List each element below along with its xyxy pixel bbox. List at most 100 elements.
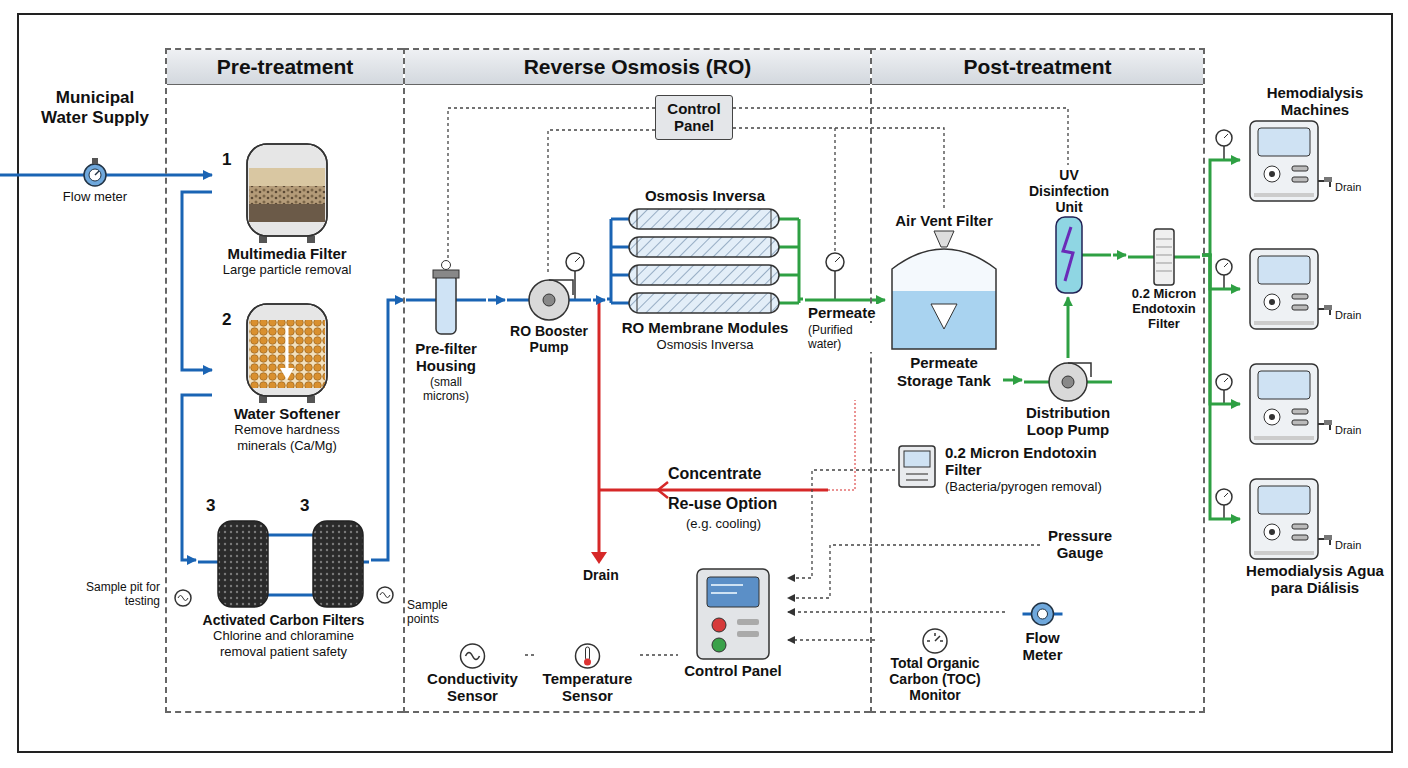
booster-pump: RO Booster Pump: [505, 275, 593, 357]
dialysis-machine: DrainHemodialysis Agua para Diálisis: [1240, 475, 1390, 599]
pipe-line: [1202, 255, 1240, 404]
node-label: UV Disinfection Unit: [1027, 167, 1111, 215]
node-label: Multimedia Filter: [214, 245, 360, 262]
node-sublabel: Chlorine and chloramine removal patient …: [198, 628, 369, 659]
annotation: Drain: [583, 567, 619, 583]
node-label: 0.2 Micron Endotoxin Filter: [1128, 287, 1200, 332]
storage-tank: Air Vent FilterPermeate Storage Tank: [885, 210, 1003, 391]
node-sublabel: (small microns): [406, 375, 486, 404]
callout-number: 1: [222, 150, 231, 170]
dialysis-machine: Hemodialysis MachinesDrain: [1240, 82, 1390, 206]
machine-icon: [1242, 247, 1337, 332]
signal-line: [788, 611, 1005, 612]
toc-icon: [877, 627, 993, 655]
machine-row: Drain: [1242, 362, 1388, 447]
node-label: Total Organic Carbon (TOC) Monitor: [877, 655, 993, 703]
endotoxin-filter-box: 0.2 Micron Endotoxin Filter(Bacteria/pyr…: [895, 442, 1105, 496]
dialysis-machine: Drain: [1240, 245, 1390, 334]
section-heading: Reverse Osmosis (RO): [405, 50, 870, 85]
signal-line: [788, 639, 875, 640]
callout-number: 3: [206, 496, 215, 516]
node-label: Conductivity Sensor: [422, 670, 523, 705]
flow-icon: [1007, 599, 1078, 629]
ro-membranes: Osmosis InversaRO Membrane ModulesOsmosi…: [605, 185, 805, 354]
node-label: Distribution Loop Pump: [1024, 404, 1112, 439]
temperature-sensor: Temperature Sensor: [535, 640, 640, 707]
signal-line: [788, 545, 1040, 598]
loop-pump: Distribution Loop Pump: [1022, 358, 1114, 441]
node-label: RO Booster Pump: [507, 323, 591, 355]
uv-icon: [1027, 215, 1111, 295]
machine-icon: [1242, 477, 1337, 562]
water-supply: Municipal Water SupplyFlow meter: [30, 86, 160, 206]
node-sublabel: Osmosis Inversa: [607, 337, 803, 353]
node-sublabel: RO Membrane Modules: [607, 319, 803, 336]
mm-icon: [214, 140, 360, 245]
machine-icon: [1242, 119, 1337, 204]
annotation: (Purified water): [806, 323, 886, 352]
temp-icon: [537, 642, 638, 670]
supply-pipe: [0, 174, 160, 177]
node-label: 0.2 Micron Endotoxin Filter: [945, 444, 1103, 479]
pipe-line: [182, 395, 212, 560]
ac-icon: [198, 517, 369, 612]
node-sublabel: Hemodialysis Agua para Diálisis: [1242, 562, 1388, 597]
annotation: (e.g. cooling): [686, 516, 761, 532]
annotation: Sample pit for testing: [84, 580, 160, 609]
pipe-line: [182, 192, 212, 370]
annotation: Re-use Option: [668, 495, 777, 513]
signal-line: [525, 654, 535, 655]
node-sublabel: Flow meter: [32, 189, 158, 204]
box-icon: [897, 444, 937, 489]
callout-number: 2: [222, 310, 231, 330]
dialysis-machine: Drain: [1240, 360, 1390, 449]
pressure-gauge: Pressure Gauge: [1040, 525, 1120, 564]
pipe-line: [160, 174, 212, 177]
toc-monitor: Total Organic Carbon (TOC) Monitor: [875, 625, 995, 705]
water-softener: Water SoftenerRemove hardness minerals (…: [212, 298, 362, 455]
node-label: Flow Meter: [1007, 629, 1078, 664]
endotoxin-filter: 0.2 Micron Endotoxin Filter: [1126, 225, 1202, 334]
node-label: Osmosis Inversa: [607, 187, 803, 204]
pipe-line: [805, 299, 885, 302]
flow-meter-symbol: [84, 158, 106, 186]
node-label: Water Softener: [214, 405, 360, 422]
multimedia-filter: Multimedia FilterLarge particle removal: [212, 138, 362, 280]
pipe-line: [488, 299, 505, 302]
node-label: Air Vent Filter: [887, 212, 1001, 229]
node-sublabel: Drain: [1335, 181, 1361, 193]
node-label: Temperature Sensor: [537, 670, 638, 705]
control-panel: Control Panel: [678, 565, 788, 681]
section-region: Reverse Osmosis (RO) Pre-filter Housing(s…: [403, 48, 870, 713]
callout-number: 3: [300, 496, 309, 516]
cp-icon: [693, 567, 773, 662]
node-sublabel: (Bacteria/pyrogen removal): [945, 479, 1103, 495]
node-sublabel: Permeate Storage Tank: [887, 354, 1001, 389]
node-label: Pressure Gauge: [1042, 527, 1118, 562]
tank-icon: [887, 229, 1001, 354]
node-label: Control Panel: [660, 100, 728, 135]
section-heading: Pre-treatment: [167, 50, 403, 85]
pf-icon: [406, 260, 486, 340]
section-region: Pre-treatmentMultimedia FilterLarge part…: [165, 48, 403, 713]
signal-line: [733, 108, 1068, 165]
node-label: Activated Carbon Filters: [198, 612, 369, 628]
pipe-line: [1113, 254, 1126, 257]
ws-icon: [214, 300, 360, 405]
signal-wire: [834, 128, 835, 252]
node-label: Pre-filter Housing: [406, 340, 486, 375]
outer-frame: [18, 14, 1392, 752]
pumpB-icon: [507, 277, 591, 323]
conductivity-sensor: Conductivity Sensor: [420, 640, 525, 707]
node-label: Drain: [1335, 539, 1361, 551]
control-panel: Control Panel: [655, 95, 733, 140]
flow-meter: Flow Meter: [1005, 597, 1080, 666]
node-label: Control Panel: [680, 662, 786, 679]
pipe-line: [1067, 297, 1070, 358]
node-label: Drain: [1335, 424, 1361, 436]
section-heading: Post-treatment: [872, 50, 1203, 85]
annotation: Concentrate: [668, 465, 761, 483]
section-region: Post-treatmentAir Vent FilterPermeate St…: [870, 48, 1205, 713]
node-sublabel: Large particle removal: [214, 262, 360, 278]
uv-unit: UV Disinfection Unit: [1025, 165, 1113, 297]
